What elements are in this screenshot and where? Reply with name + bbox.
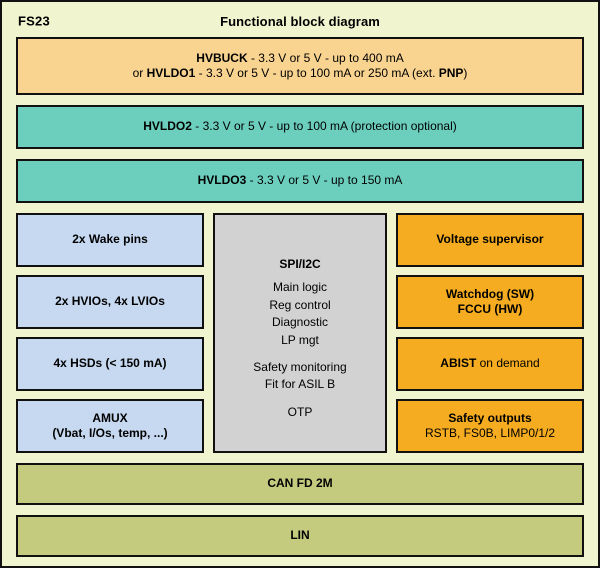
hvldo3-spec: - 3.3 V or 5 V - up to 150 mA [246,173,403,188]
core-diagnostic: Diagnostic [271,315,329,330]
hvldo1-label: HVLDO1 [146,66,196,80]
core-safety-monitoring: Safety monitoring [253,359,347,374]
abist-detail: on demand [476,356,540,371]
abist-line: ABIST on demand [440,356,539,371]
block-hvios-lvios: 2x HVIOs, 4x LVIOs [16,275,204,329]
lin-label: LIN [290,528,310,543]
hvbuck-spec: - 3.3 V or 5 V - up to 400 mA [247,50,404,65]
hvldo3-label: HVLDO3 [197,173,247,188]
abist-label: ABIST [440,356,477,371]
block-core-logic: SPI/I2C Main logic Reg control Diagnosti… [213,213,387,453]
hvbuck-line-2: or HVLDO1 - 3.3 V or 5 V - up to 100 mA … [133,66,468,81]
safety-outputs-label: Safety outputs [448,410,532,425]
io-column: 2x Wake pins 2x HVIOs, 4x LVIOs 4x HSDs … [16,213,204,453]
core-column: SPI/I2C Main logic Reg control Diagnosti… [213,213,387,453]
hvbuck-label: HVBUCK [196,50,248,65]
can-fd-label: CAN FD 2M [267,476,333,491]
middle-columns: 2x Wake pins 2x HVIOs, 4x LVIOs 4x HSDs … [16,213,584,453]
diagram-header: FS23 Functional block diagram [16,8,584,34]
block-can-fd: CAN FD 2M [16,463,584,505]
part-number-label: FS23 [18,13,50,29]
core-main-logic: Main logic [272,280,328,295]
watchdog-label: Watchdog (SW) [445,286,535,301]
core-otp-group: OTP [288,404,313,421]
spi-i2c-label: SPI/I2C [279,257,321,271]
hvldo1-spec: - 3.3 V or 5 V - up to 100 mA or 250 mA … [195,66,439,80]
fccu-label: FCCU (HW) [457,302,523,316]
block-hvbuck-hvldo1: HVBUCK - 3.3 V or 5 V - up to 400 mA or … [16,37,584,95]
block-hsds: 4x HSDs (< 150 mA) [16,337,204,391]
block-wake-pins: 2x Wake pins [16,213,204,267]
amux-label: AMUX [92,410,128,425]
safety-outputs-detail: RSTB, FS0B, LIMP0/1/2 [424,426,556,440]
page-title: Functional block diagram [220,13,380,29]
block-amux: AMUX (Vbat, I/Os, temp, ...) [16,399,204,453]
hvldo1-spec-end: ) [463,66,468,80]
block-watchdog-fccu: Watchdog (SW) FCCU (HW) [396,275,584,329]
amux-detail: (Vbat, I/Os, temp, ...) [52,426,168,440]
hvios-lvios-label: 2x HVIOs, 4x LVIOs [55,294,165,309]
hvldo1-prefix: or [132,66,147,80]
block-hvldo3: HVLDO3 - 3.3 V or 5 V - up to 150 mA [16,159,584,203]
hvldo2-spec: - 3.3 V or 5 V - up to 100 mA (protectio… [191,119,457,134]
core-asil-b: Fit for ASIL B [264,377,336,392]
hsds-label: 4x HSDs (< 150 mA) [53,356,167,371]
core-reg-control: Reg control [269,297,331,312]
hvbuck-line-1: HVBUCK - 3.3 V or 5 V - up to 400 mA [196,51,403,66]
block-voltage-supervisor: Voltage supervisor [396,213,584,267]
block-safety-outputs: Safety outputs RSTB, FS0B, LIMP0/1/2 [396,399,584,453]
wake-pins-label: 2x Wake pins [72,232,148,247]
hvldo3-line: HVLDO3 - 3.3 V or 5 V - up to 150 mA [198,173,403,188]
pnp-label: PNP [438,66,464,80]
block-hvldo2: HVLDO2 - 3.3 V or 5 V - up to 100 mA (pr… [16,105,584,149]
safety-column: Voltage supervisor Watchdog (SW) FCCU (H… [396,213,584,453]
block-abist: ABIST on demand [396,337,584,391]
block-lin: LIN [16,515,584,557]
hvldo2-label: HVLDO2 [143,119,192,134]
core-interface-group: SPI/I2C Main logic Reg control Diagnosti… [269,257,330,349]
hvldo2-line: HVLDO2 - 3.3 V or 5 V - up to 100 mA (pr… [143,119,457,134]
core-otp: OTP [287,404,313,419]
voltage-supervisor-label: Voltage supervisor [436,232,544,247]
core-safety-group: Safety monitoring Fit for ASIL B [253,359,346,394]
core-lp-mgt: LP mgt [281,332,319,347]
